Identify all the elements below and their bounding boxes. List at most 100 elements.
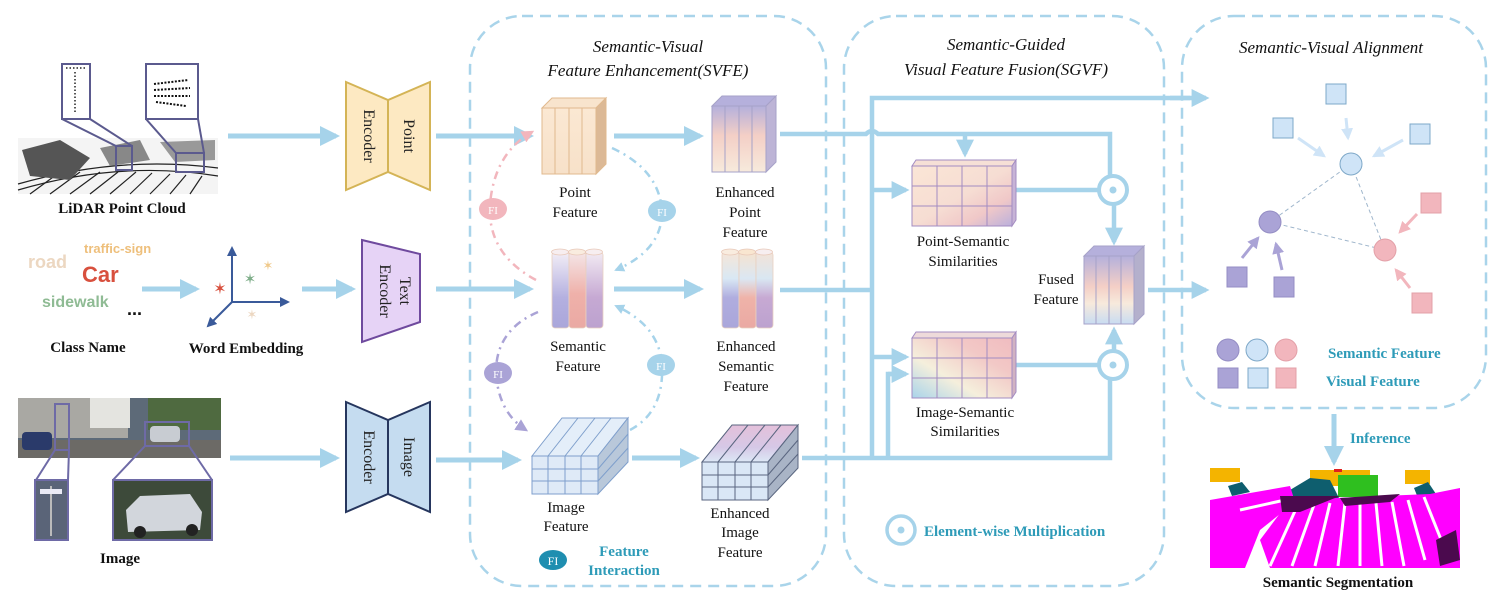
- legend-circle-pink: [1274, 338, 1298, 362]
- elementwise-multiplication-legend-icon: [885, 514, 917, 546]
- image-encoder: Image Encoder: [345, 400, 431, 514]
- fi-badge-blue-bottom: FI: [647, 354, 675, 376]
- svfe-module-border: [468, 14, 828, 588]
- elementwise-multiplication-icon-1: [1097, 174, 1129, 206]
- svg-text:FI: FI: [656, 361, 666, 373]
- fi-arrow-image-to-semantic: [614, 304, 664, 432]
- text-encoder-label-2: Encoder: [376, 264, 393, 318]
- word-embedding-label: Word Embedding: [189, 341, 304, 357]
- align-arrow-pink-1: [1398, 212, 1419, 234]
- legend-square-blue: [1247, 367, 1269, 389]
- visual-feature-purple-1: [1226, 266, 1248, 288]
- point-encoder-label-2: Encoder: [360, 109, 377, 163]
- class-word-car: Car: [82, 262, 119, 287]
- sgvf-title-line1: Semantic-Guided: [947, 35, 1066, 54]
- point-semantic-similarity-block: [911, 158, 1017, 228]
- image-label: Image: [100, 551, 140, 567]
- fi-badge-purple: FI: [484, 362, 512, 384]
- semantic-feature-label-2: Feature: [556, 359, 601, 375]
- lidar-point-cloud-image: [17, 63, 219, 195]
- fi-arrow-semantic-to-image: [494, 310, 539, 432]
- inference-label: Inference: [1350, 431, 1411, 447]
- enhanced-point-feature-block: [710, 94, 778, 174]
- camera-image: [18, 398, 221, 541]
- visual-feature-purple-2: [1273, 276, 1295, 298]
- embedding-star-red: ✶: [213, 281, 226, 298]
- legend-visual-feature-label: Visual Feature: [1326, 374, 1420, 390]
- semantic-segmentation-label: Semantic Segmentation: [1263, 575, 1414, 591]
- image-feature-label-1: Image: [547, 500, 585, 516]
- enhanced-semantic-label-3: Feature: [724, 379, 769, 395]
- legend-square-purple: [1217, 367, 1239, 389]
- semantic-feature-blue: [1339, 152, 1363, 176]
- alignment-module-border: [1180, 14, 1488, 410]
- point-semantic-label-2: Similarities: [928, 254, 997, 270]
- visual-feature-blue-3: [1409, 123, 1431, 145]
- svfe-title-line1: Semantic-Visual: [593, 37, 703, 56]
- fi-badge-blue-top: FI: [648, 200, 676, 222]
- svg-text:FI: FI: [657, 207, 667, 219]
- visual-feature-blue-1: [1325, 83, 1347, 105]
- lidar-label: LiDAR Point Cloud: [58, 201, 186, 217]
- align-arrow-purple-2: [1272, 241, 1285, 271]
- text-encoder-label-1: Text: [396, 277, 413, 306]
- elementwise-multiplication-legend-label: Element-wise Multiplication: [924, 524, 1106, 540]
- class-name-label: Class Name: [50, 340, 126, 356]
- fused-feature-block: [1082, 244, 1146, 326]
- visual-feature-blue-2: [1272, 117, 1294, 139]
- embedding-star-beige: ✶: [247, 307, 258, 322]
- point-feature-block: [540, 96, 608, 176]
- class-word-ellipsis: ...: [127, 299, 142, 319]
- image-feature-label-2: Feature: [544, 519, 589, 535]
- text-encoder: Text Encoder: [361, 238, 421, 344]
- enhanced-point-label-2: Point: [729, 205, 762, 221]
- svg-text:FI: FI: [493, 369, 503, 381]
- legend-circle-blue: [1245, 338, 1269, 362]
- alignment-dashed-links: [1269, 163, 1386, 251]
- point-encoder: Point Encoder: [345, 80, 431, 192]
- fused-feature-label-1: Fused: [1038, 272, 1074, 288]
- legend-square-pink: [1275, 367, 1297, 389]
- class-word-road: road: [28, 252, 67, 272]
- align-arrow-blue-2: [1297, 136, 1326, 158]
- embedding-star-orange: ✶: [263, 258, 274, 273]
- class-word-traffic-sign: traffic-sign: [84, 241, 151, 256]
- enhanced-image-feature-block: [700, 423, 800, 502]
- svfe-title-line2: Feature Enhancement(SVFE): [547, 61, 749, 80]
- legend-circle-purple: [1216, 338, 1240, 362]
- svg-text:FI: FI: [548, 554, 559, 568]
- image-semantic-similarity-block: [911, 330, 1017, 400]
- image-encoder-label-1: Image: [400, 437, 417, 477]
- enhanced-image-label-3: Feature: [718, 545, 763, 561]
- point-feature-label-2: Feature: [553, 205, 598, 221]
- fi-legend-badge: FI: [539, 550, 567, 570]
- fi-badge-pink: FI: [479, 198, 507, 220]
- semantic-feature-purple: [1258, 210, 1282, 234]
- align-arrow-pink-2: [1394, 268, 1412, 289]
- point-encoder-label-1: Point: [400, 119, 417, 153]
- fi-legend-line2: Interaction: [588, 563, 660, 579]
- image-feature-block: [530, 416, 630, 496]
- legend-semantic-feature-label: Semantic Feature: [1328, 346, 1441, 362]
- fused-feature-label-2: Feature: [1034, 292, 1079, 308]
- enhanced-point-label-3: Feature: [723, 225, 768, 241]
- sgvf-module-border: [842, 14, 1166, 588]
- enhanced-semantic-label-1: Enhanced: [716, 339, 776, 355]
- semantic-feature-block: [551, 248, 604, 329]
- word-embedding-axes: [206, 246, 290, 328]
- enhanced-semantic-feature-block: [721, 248, 774, 329]
- align-arrow-blue-3: [1371, 138, 1404, 158]
- semantic-feature-pink: [1373, 238, 1397, 262]
- semantic-segmentation-image: [1210, 468, 1460, 568]
- class-word-sidewalk: sidewalk: [42, 294, 109, 311]
- enhanced-point-label-1: Enhanced: [715, 185, 775, 201]
- svg-text:FI: FI: [488, 205, 498, 217]
- image-semantic-label-2: Similarities: [930, 424, 999, 440]
- point-semantic-label-1: Point-Semantic: [917, 234, 1010, 250]
- elementwise-multiplication-icon-2: [1097, 349, 1129, 381]
- visual-feature-pink-2: [1411, 292, 1433, 314]
- point-feature-label-1: Point: [559, 185, 592, 201]
- align-arrow-blue-1: [1341, 117, 1354, 141]
- enhanced-image-label-2: Image: [721, 525, 759, 541]
